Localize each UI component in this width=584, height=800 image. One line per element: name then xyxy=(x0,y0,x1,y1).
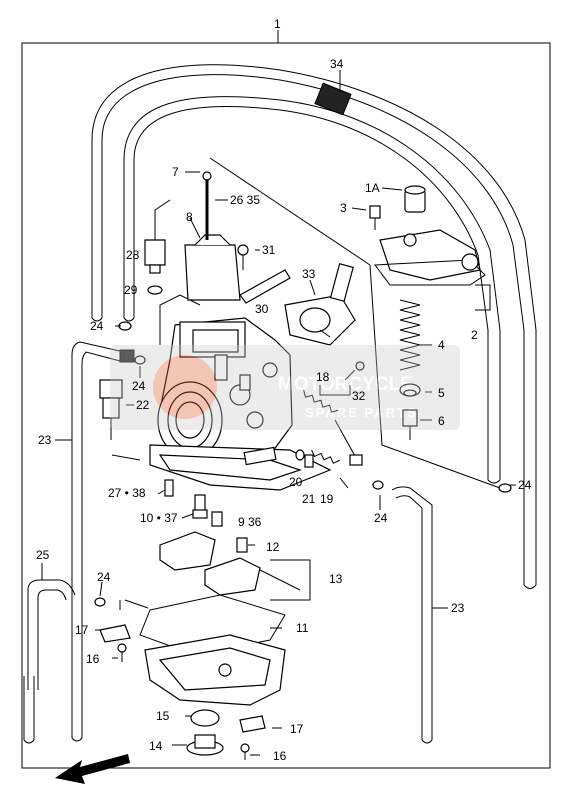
callout-labels: 1 34 7 8 26 35 28 29 31 30 33 1A 3 2 4 5… xyxy=(36,17,532,763)
float-13 xyxy=(159,531,301,596)
screw-3 xyxy=(369,205,381,230)
label-8: 8 xyxy=(186,210,193,224)
label-24e: 24 xyxy=(97,570,111,584)
label-29: 29 xyxy=(124,283,138,297)
label-1a: 1A xyxy=(365,181,380,195)
assembly-frame xyxy=(21,42,551,769)
ring-5-inner xyxy=(403,389,417,397)
label-23b: 23 xyxy=(451,601,465,615)
leader-18 xyxy=(319,385,351,396)
lever-assembly-2 xyxy=(374,229,486,286)
clip-24d xyxy=(498,483,512,493)
screw-16a xyxy=(117,643,127,662)
front-direction-arrow xyxy=(55,754,130,784)
cam-30 xyxy=(239,269,291,304)
label-31: 31 xyxy=(262,243,276,257)
label-32: 32 xyxy=(352,389,366,403)
label-23a: 23 xyxy=(38,433,52,447)
label-33: 33 xyxy=(302,267,316,281)
throttle-slide-8 xyxy=(184,234,241,301)
valve-22 xyxy=(99,379,123,440)
label-16a: 16 xyxy=(86,652,100,666)
screw-32 xyxy=(355,361,365,371)
hose-23-left xyxy=(71,341,135,742)
clip-24e xyxy=(94,597,106,607)
leader-2 xyxy=(475,284,491,311)
gasket-11 xyxy=(139,594,286,656)
clip-24c xyxy=(372,480,384,490)
label-24a: 24 xyxy=(90,319,104,333)
drain-plug-14 xyxy=(186,734,224,756)
label-25: 25 xyxy=(36,548,50,562)
label-4: 4 xyxy=(438,338,445,352)
label-6: 6 xyxy=(438,414,445,428)
part-21 xyxy=(304,454,314,468)
label-15: 15 xyxy=(156,709,170,723)
label-24b: 24 xyxy=(132,379,146,393)
label-13: 13 xyxy=(329,572,343,586)
screw-16b xyxy=(240,743,250,760)
needle-jet-10 xyxy=(192,494,208,519)
cap-1a xyxy=(404,185,426,213)
o-ring-15 xyxy=(190,709,220,727)
jet-needle-26 xyxy=(202,171,212,240)
leaders xyxy=(95,171,516,756)
label-22: 22 xyxy=(136,398,150,412)
screw-32-shaft xyxy=(344,369,356,381)
label-34: 34 xyxy=(330,57,344,71)
label-5: 5 xyxy=(438,386,445,400)
label-17a: 17 xyxy=(75,623,89,637)
carburetor-body xyxy=(149,317,332,491)
watermark-line1: MOTORCYCLE xyxy=(278,374,413,395)
label-19: 19 xyxy=(320,492,334,506)
label-28: 28 xyxy=(126,248,140,262)
label-7: 7 xyxy=(172,165,179,179)
label-24d: 24 xyxy=(518,478,532,492)
label-21: 21 xyxy=(302,492,316,506)
watermark: MOTORCYCLE SPARE PARTS xyxy=(110,345,460,430)
label-18: 18 xyxy=(316,370,330,384)
clip-24b xyxy=(134,355,146,365)
label-30: 30 xyxy=(255,302,269,316)
label-10-37: 10 • 37 xyxy=(140,511,178,525)
bracket-17b xyxy=(239,715,266,733)
hose-23-right xyxy=(391,486,433,744)
label-3: 3 xyxy=(340,201,347,215)
jet-9 xyxy=(211,511,223,527)
sensor-33 xyxy=(284,263,356,346)
label-20: 20 xyxy=(289,475,303,489)
hose-34 xyxy=(91,64,537,589)
label-16b: 16 xyxy=(273,749,287,763)
jet-12 xyxy=(236,537,248,553)
bracket-17a xyxy=(99,624,131,643)
jet-27 xyxy=(164,479,174,497)
label-11: 11 xyxy=(296,621,309,635)
label-17b: 17 xyxy=(290,722,304,736)
label-24c: 24 xyxy=(374,511,388,525)
spring-19 xyxy=(311,449,340,464)
label-14: 14 xyxy=(149,739,163,753)
label-27-38: 27 • 38 xyxy=(108,486,146,500)
label-9-36: 9 36 xyxy=(238,515,262,529)
float-bowl xyxy=(144,634,286,706)
watermark-line2: SPARE PARTS xyxy=(305,405,418,420)
leader-33 xyxy=(309,279,316,296)
leader-8 xyxy=(189,217,201,239)
hose-25 xyxy=(23,579,76,744)
label-26-35: 26 35 xyxy=(230,193,260,207)
screw-31 xyxy=(237,244,249,270)
choke-plunger-28 xyxy=(144,199,171,295)
label-2: 2 xyxy=(471,328,478,342)
leader-13 xyxy=(270,559,311,601)
screw-spring-18 xyxy=(303,390,363,466)
spring-4 xyxy=(399,299,421,371)
fitting-6 xyxy=(402,409,418,440)
label-1: 1 xyxy=(274,17,281,31)
ring-20 xyxy=(295,449,305,461)
label-12: 12 xyxy=(266,540,280,554)
